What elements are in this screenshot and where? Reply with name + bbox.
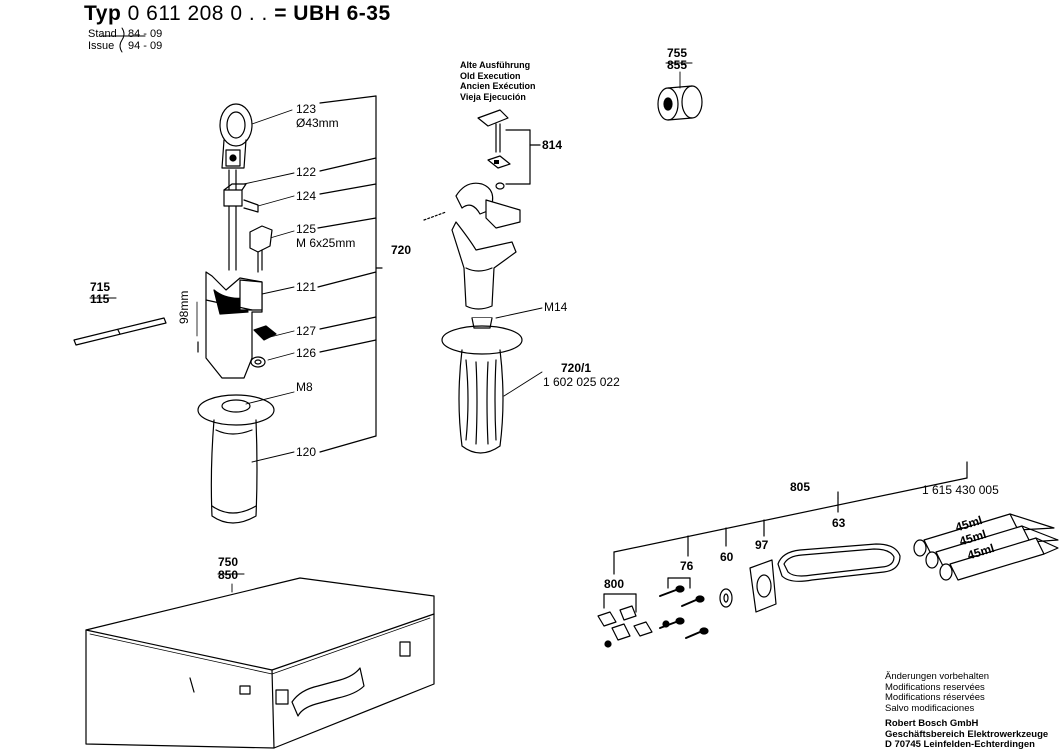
part-number-720-1: 1 602 025 022 xyxy=(543,375,620,389)
depth-stop-123 xyxy=(219,103,253,169)
header-brace xyxy=(119,27,125,53)
depth-rod-parts xyxy=(223,169,273,273)
footer-company-division: Geschäftsbereich Elektrowerkzeuge xyxy=(885,728,1049,740)
callout-diameter-43mm: Ø43mm xyxy=(296,116,339,130)
brush-holders-800 xyxy=(597,593,670,648)
footer-line-fr: Modifications réservées xyxy=(885,692,985,703)
callout-720: 720 xyxy=(391,243,412,257)
callout-126: 126 xyxy=(296,346,317,360)
plate-97 xyxy=(749,559,777,613)
side-handle-120 xyxy=(197,394,275,524)
callout-m8: M8 xyxy=(296,380,313,394)
part-number-805: 1 615 430 005 xyxy=(922,483,999,497)
type-model: = UBH 6-35 xyxy=(274,2,391,25)
side-handle-720-1 xyxy=(441,307,543,454)
small-parts-127-126 xyxy=(250,325,277,368)
footer-company-address: D 70745 Leinfelden-Echterdingen xyxy=(885,739,1035,750)
depth-rod-715 xyxy=(73,317,167,346)
callout-800: 800 xyxy=(604,577,625,591)
callout-m6x25mm: M 6x25mm xyxy=(296,236,356,250)
callout-855: 855 xyxy=(667,58,688,72)
grease-tubes xyxy=(913,513,1059,581)
type-prefix: Typ xyxy=(84,2,122,25)
callout-76: 76 xyxy=(680,559,694,573)
callout-120: 120 xyxy=(296,445,317,459)
footer-line-de: Änderungen vorbehalten xyxy=(885,671,990,682)
callout-715: 715 xyxy=(90,280,111,294)
callout-125: 125 xyxy=(296,222,317,236)
strike-lines xyxy=(89,35,693,575)
roller-755 xyxy=(657,71,703,121)
issue-label: Issue xyxy=(88,40,115,52)
callout-97: 97 xyxy=(755,538,769,552)
callout-121: 121 xyxy=(296,280,317,294)
callout-60: 60 xyxy=(720,550,734,564)
callout-850: 850 xyxy=(218,568,239,582)
callout-805: 805 xyxy=(790,480,811,494)
callout-127: 127 xyxy=(296,324,317,338)
bracket-720-lines xyxy=(317,95,383,453)
dimension-98mm: 98mm xyxy=(177,290,191,324)
stand-value: 84 - 09 xyxy=(128,28,163,40)
footer-notice: Änderungen vorbehalten Modifications res… xyxy=(885,671,1049,751)
washer-60 xyxy=(719,588,733,608)
type-heading: Typ 0 611 208 0 . . = UBH 6-35 xyxy=(84,3,391,24)
leader-lines-left xyxy=(243,109,295,463)
callout-123: 123 xyxy=(296,102,317,116)
footer-line-en: Modifications reservées xyxy=(885,681,985,693)
note-line-fr: Ancien Exécution xyxy=(460,81,536,91)
issue-value: 94 - 09 xyxy=(128,40,163,52)
screws-76 xyxy=(659,577,709,639)
callout-720-1: 720/1 xyxy=(561,361,592,375)
callout-m14: M14 xyxy=(544,300,568,314)
footer-company-name: Robert Bosch GmbH xyxy=(885,718,979,729)
gasket-63 xyxy=(777,543,901,582)
old-clamp-parts xyxy=(477,109,511,190)
callout-814: 814 xyxy=(542,138,563,152)
note-line-es: Vieja Ejecución xyxy=(460,91,526,102)
footer-line-es: Salvo modificaciones xyxy=(885,702,975,714)
bracket-805-lines xyxy=(613,461,968,575)
note-line-en: Old Execution xyxy=(460,70,521,81)
bracket-814-lines xyxy=(505,129,541,185)
callout-63: 63 xyxy=(832,516,846,530)
callout-750: 750 xyxy=(218,555,239,569)
carrying-case-750 xyxy=(85,577,435,749)
note-line-de: Alte Ausführung xyxy=(460,60,531,70)
handle-collar-121 xyxy=(197,271,263,379)
callout-122: 122 xyxy=(296,165,317,179)
callout-124: 124 xyxy=(296,189,317,203)
type-number: 0 611 208 0 . . xyxy=(127,2,268,25)
old-execution-note: Alte Ausführung Old Execution Ancien Exé… xyxy=(460,60,536,102)
clamp-ring-assembly xyxy=(423,182,521,310)
callout-115: 115 xyxy=(90,292,110,306)
callout-755: 755 xyxy=(667,46,688,60)
stand-label: Stand xyxy=(88,28,117,40)
